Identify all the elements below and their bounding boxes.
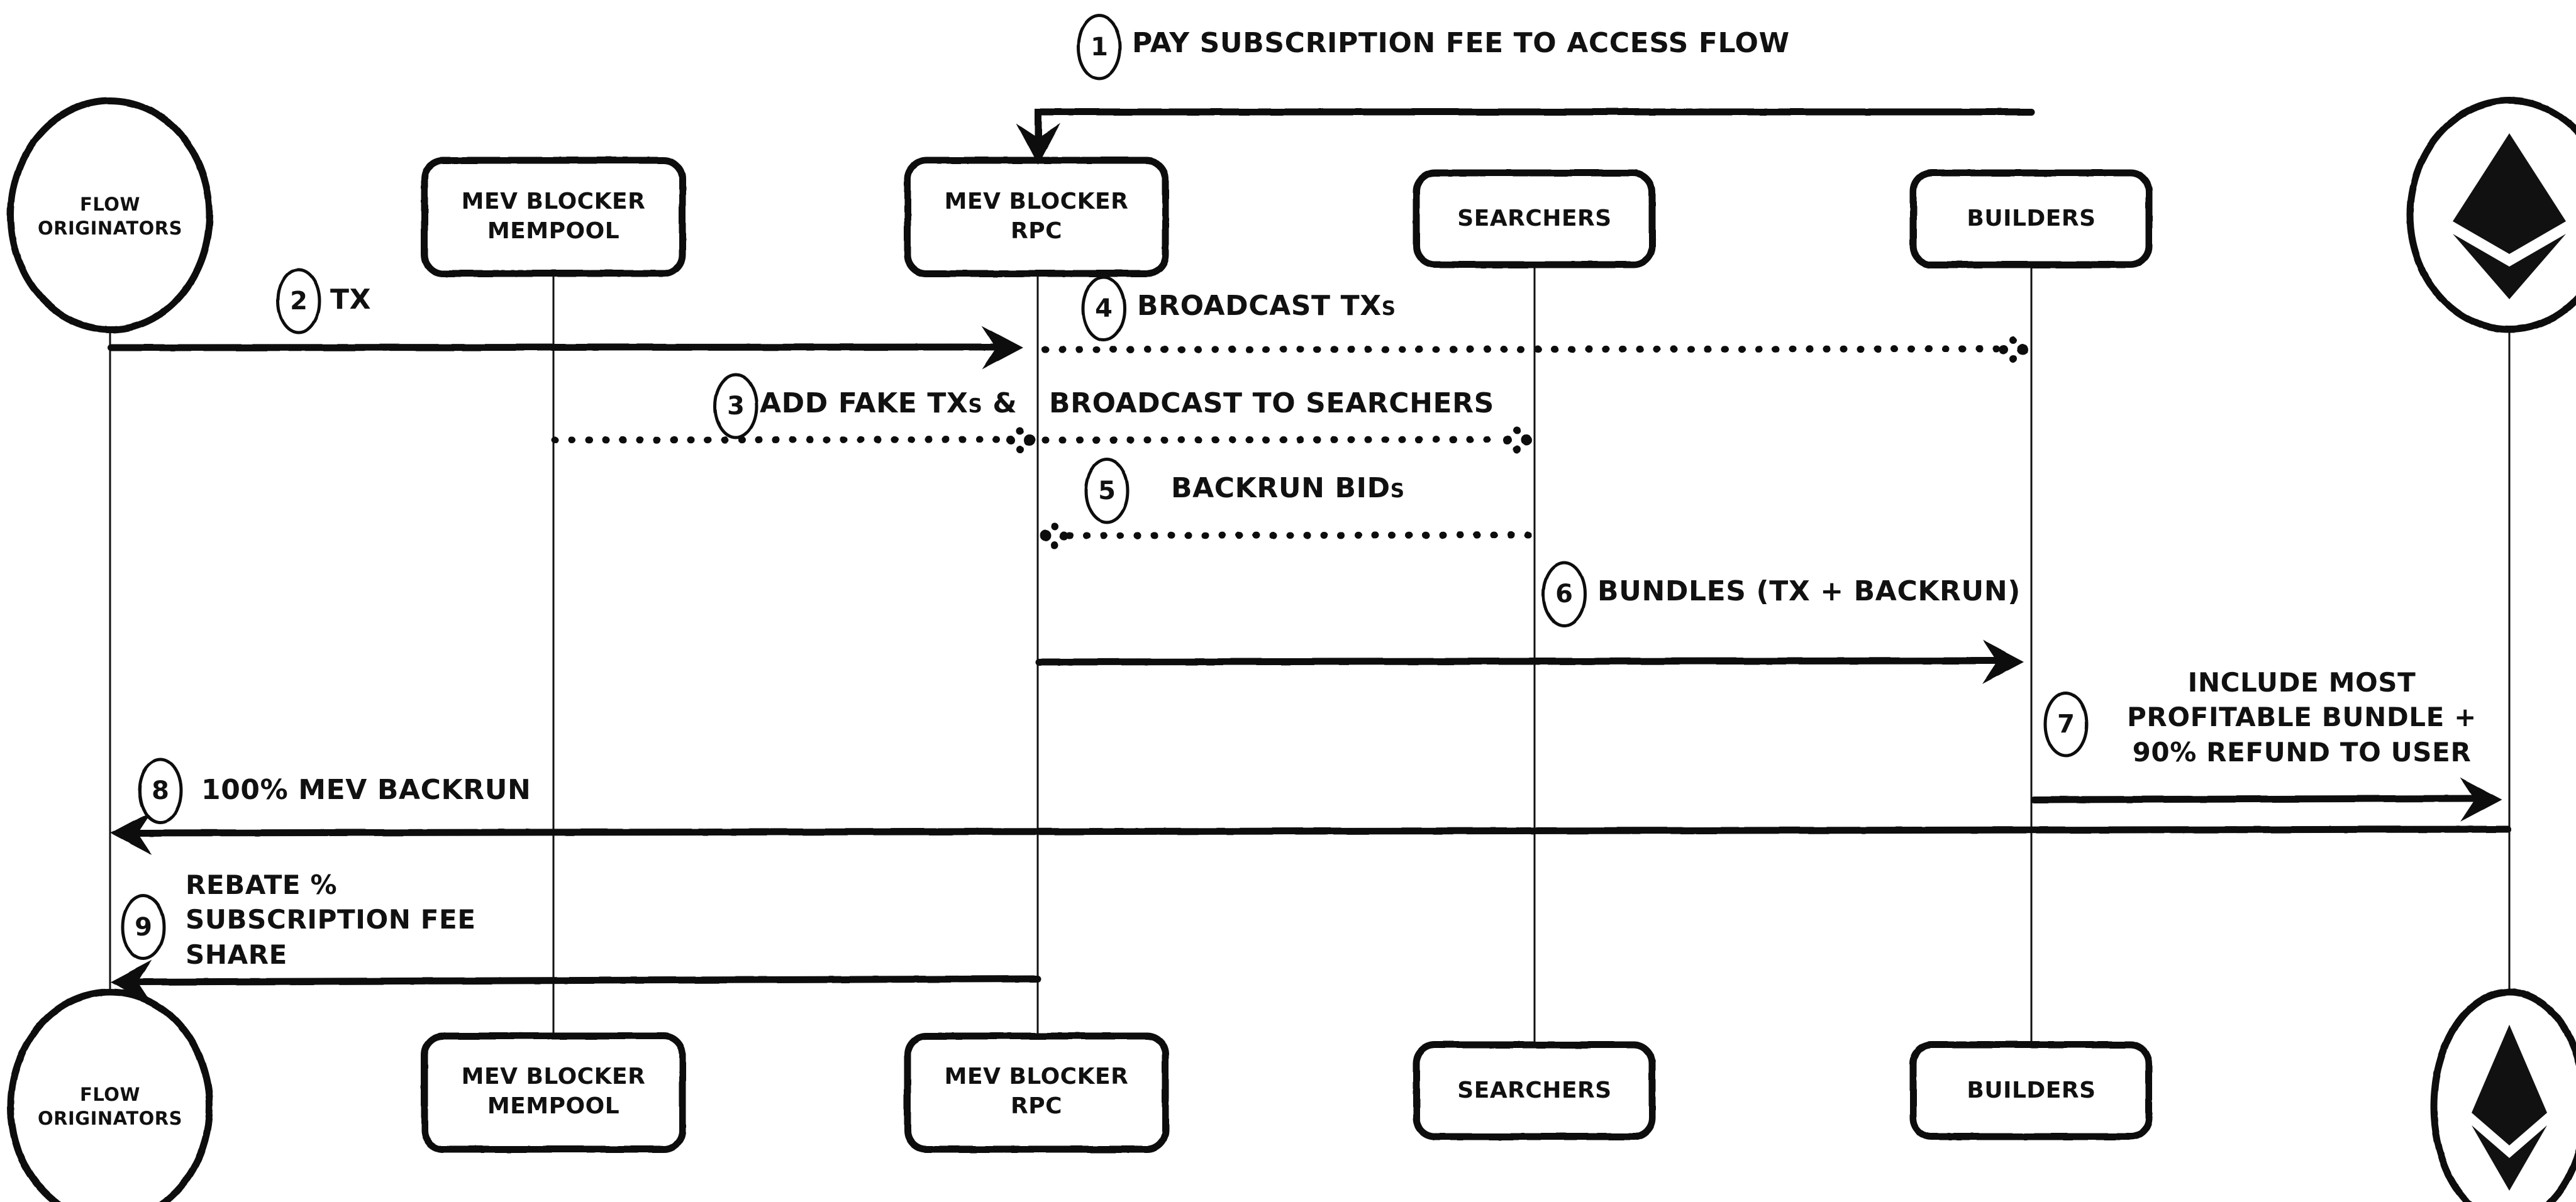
ethereum-logo-icon xyxy=(2472,1025,2547,1191)
ethereum-logo-icon xyxy=(2453,133,2566,299)
message-arrow-4 xyxy=(1041,336,2028,363)
message-arrow-6 xyxy=(1035,640,2024,684)
message-arrow-3b xyxy=(1041,427,1532,453)
step-badges xyxy=(121,14,2089,961)
node-flow-originators-top xyxy=(7,97,213,333)
message-arrow-8 xyxy=(111,811,2512,855)
node-ethereum-top xyxy=(2406,97,2576,333)
node-searchers-bottom xyxy=(1413,1041,1656,1140)
step-badge-2 xyxy=(276,268,321,334)
node-mev-blocker-mempool-bottom xyxy=(421,1032,686,1153)
message-arrow-9 xyxy=(111,960,1041,1004)
message-arrow-2 xyxy=(107,326,1023,370)
step-badge-5 xyxy=(1084,458,1130,524)
message-arrow-3a xyxy=(551,427,1035,453)
node-searchers-top xyxy=(1413,169,1656,268)
node-mev-blocker-mempool-top xyxy=(421,157,686,277)
node-builders-bottom xyxy=(1909,1041,2153,1140)
node-mev-blocker-rpc-bottom xyxy=(904,1032,1169,1153)
step-badge-9 xyxy=(121,894,166,961)
message-arrow-7 xyxy=(2030,778,2502,822)
node-flow-originators-bottom xyxy=(7,988,213,1202)
step-badge-4 xyxy=(1081,275,1126,342)
message-arrow-5 xyxy=(1040,522,1536,549)
step-badge-6 xyxy=(1541,561,1587,627)
step-badge-1 xyxy=(1077,14,1122,80)
step-badge-7 xyxy=(2043,691,2089,758)
step-badge-8 xyxy=(138,758,183,824)
node-builders-top xyxy=(1909,169,2153,268)
message-arrow-1 xyxy=(1016,108,2035,165)
step-badge-3 xyxy=(713,373,758,439)
node-mev-blocker-rpc-top xyxy=(904,157,1169,277)
node-ethereum-bottom xyxy=(2430,988,2576,1202)
lifelines xyxy=(109,238,2511,1081)
